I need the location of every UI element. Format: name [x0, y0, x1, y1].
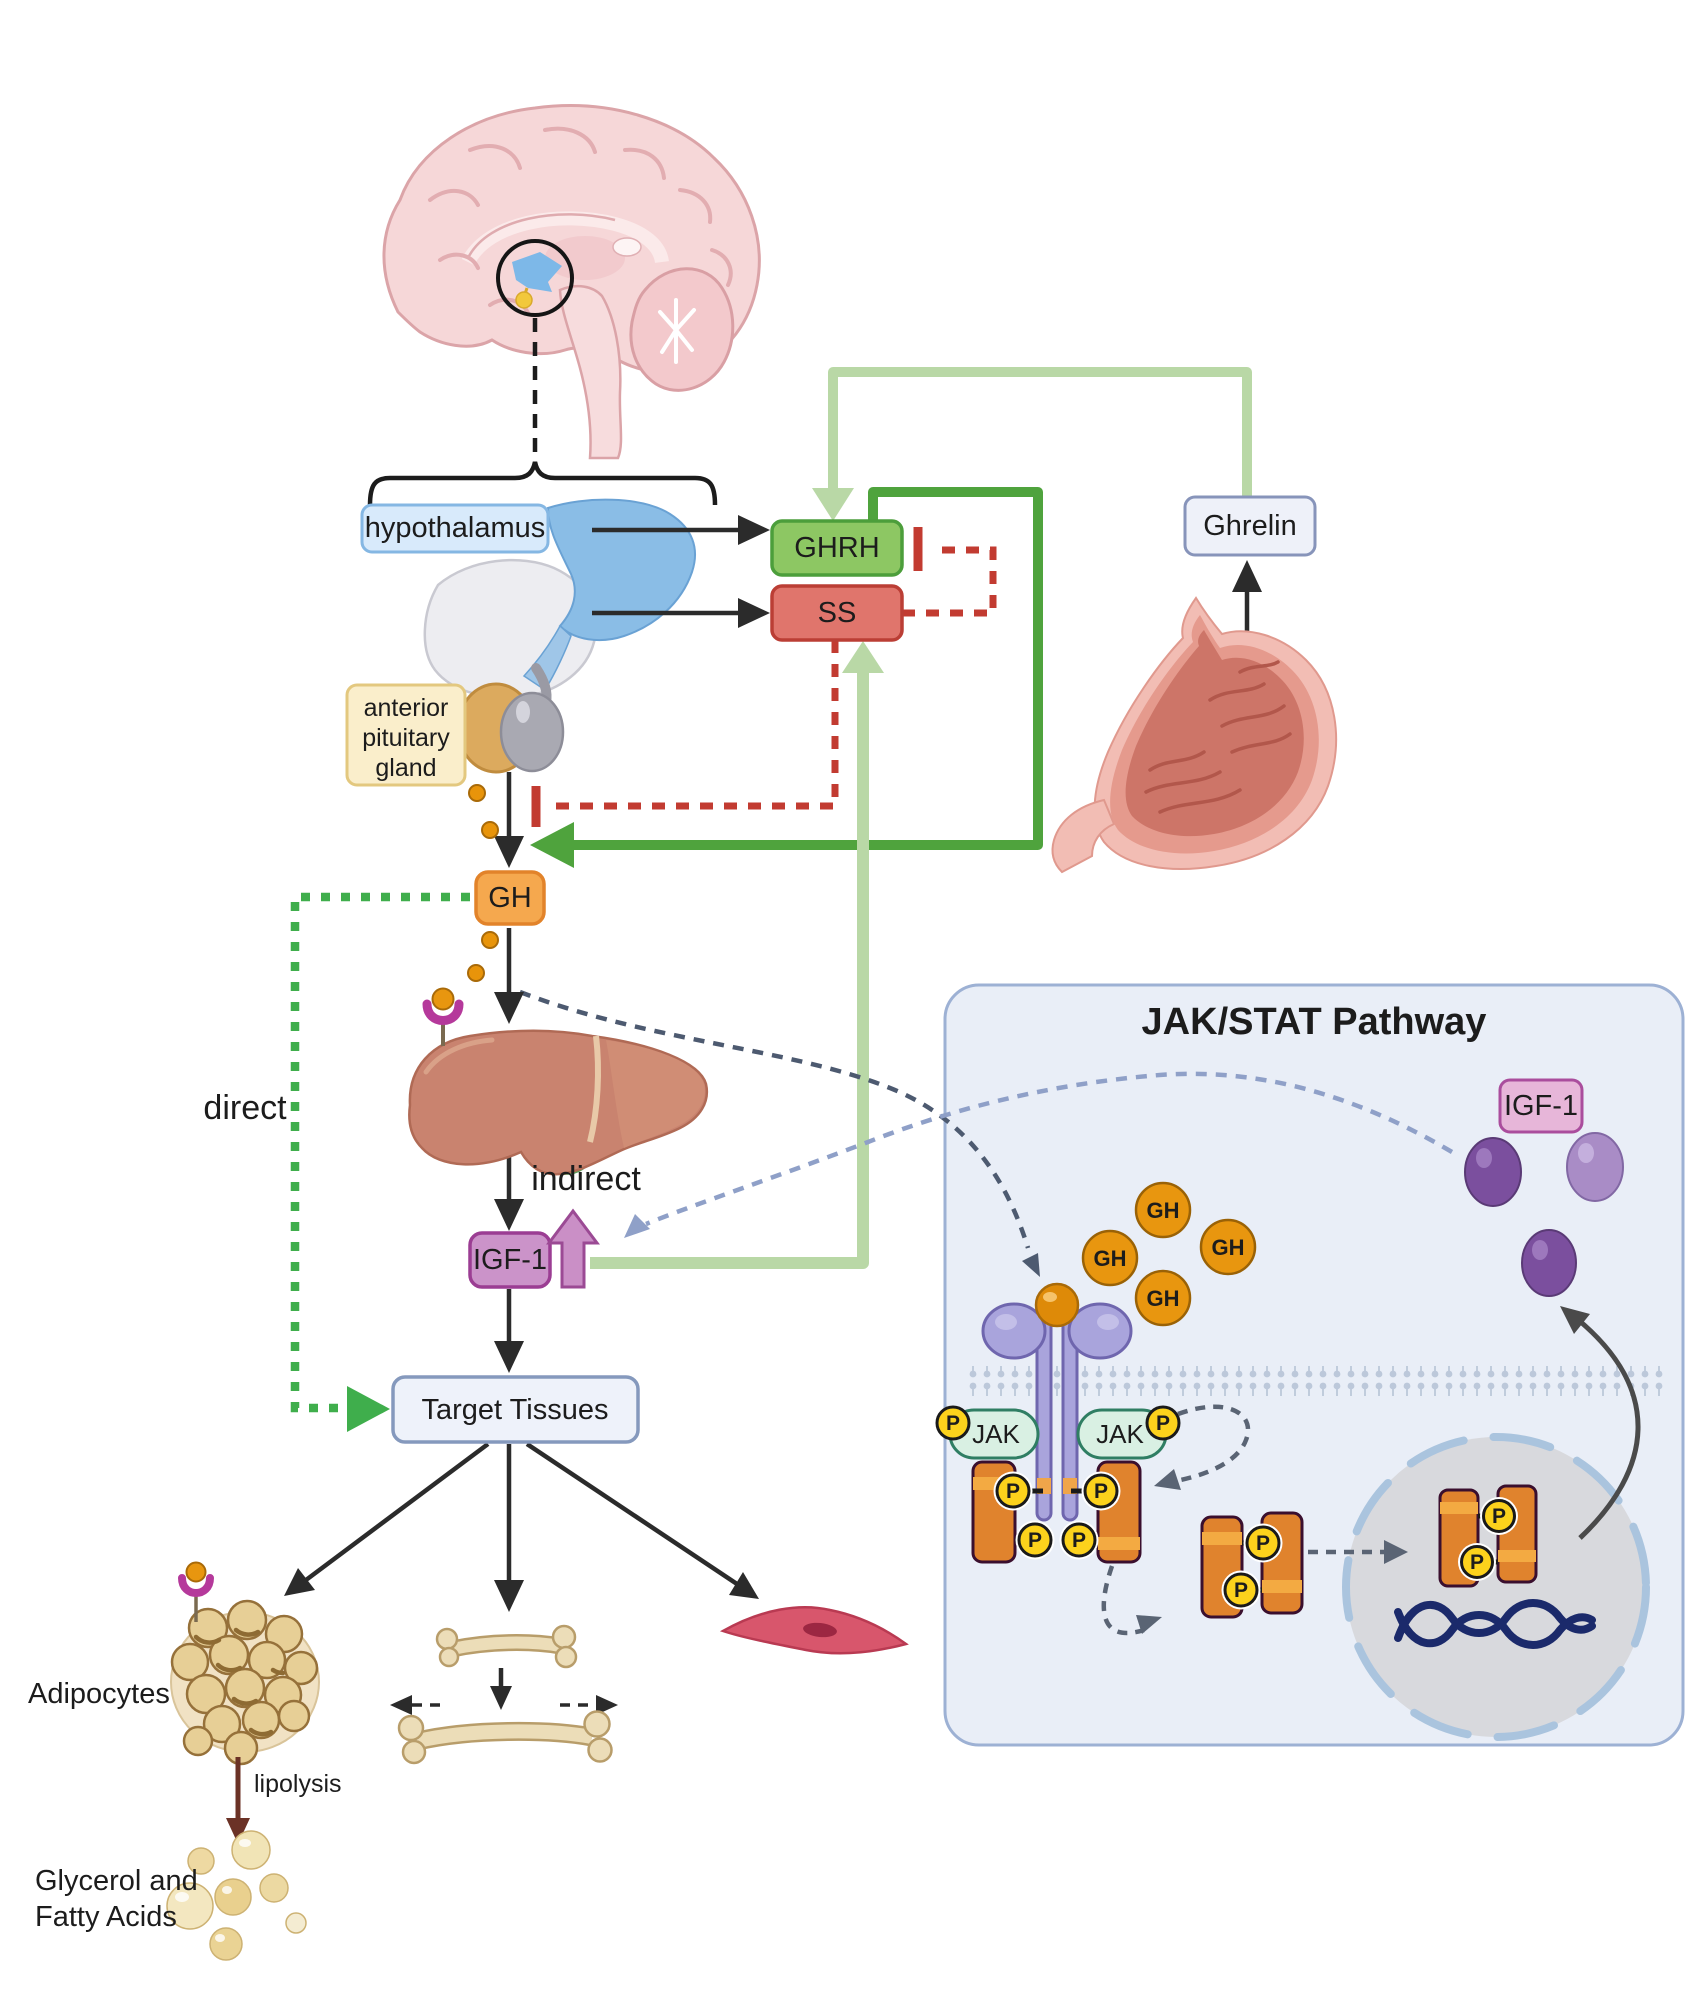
path-ghrh-stimulates-gh-release: [530, 487, 1043, 868]
muscle-illustration: [719, 1605, 909, 1655]
hypothalamus-pituitary-illustration: [423, 498, 696, 774]
path-ghrelin-stimulates-ghrh: [812, 367, 1252, 521]
arrow-gh-to-liver: [494, 928, 524, 1024]
muscle-nucleus: [803, 1622, 837, 1638]
path-ss-inhibits-pituitary: [531, 640, 839, 827]
gh-molecule-label: GH: [1147, 1198, 1180, 1223]
phosphate-label: P: [1492, 1505, 1506, 1528]
path-igf1-stimulates-ss: [590, 641, 884, 1269]
phosphate-label: P: [1072, 1529, 1086, 1552]
anterior-pituitary-label-line2: pituitary: [362, 724, 450, 752]
adipocytes-illustration: [170, 1561, 320, 1766]
pituitary-highlight: [515, 291, 533, 309]
lipolysis-arrow: [226, 1757, 250, 1844]
gh-granule-dots: [467, 784, 499, 982]
curve-gh-to-jakstat: [519, 989, 1040, 1277]
gh-box: [474, 870, 546, 926]
anterior-pituitary-label-line1: anterior: [364, 694, 449, 722]
path-ss-inhibits-ghrh: [902, 527, 997, 617]
ghrelin-box: [1183, 495, 1317, 557]
inset-title: JAK/STAT Pathway: [1142, 1001, 1487, 1043]
glycerol-label-line2: Fatty Acids: [35, 1901, 177, 1933]
nucleus: P P: [1342, 1433, 1650, 1741]
brace: [367, 461, 718, 506]
dna-helix: [1394, 1599, 1596, 1649]
gh-molecule-label: GH: [1147, 1286, 1180, 1311]
magnifier-circle: [496, 239, 574, 317]
brain-illustration: [382, 104, 761, 460]
curve-jakstat-igf1-out: [624, 1071, 1454, 1238]
lipolysis-label: lipolysis: [254, 1770, 342, 1798]
receptor-bound-stats: P P P P: [971, 1460, 1142, 1564]
arrow-stomach-to-ghrelin: [1232, 560, 1262, 642]
hypothalamus-highlight: [512, 252, 562, 292]
arrow-nucleus-to-igf1: [1560, 1306, 1641, 1540]
phosphate-label: P: [1234, 1579, 1248, 1602]
bone-short: [435, 1624, 578, 1669]
anterior-pituitary-label-box: [345, 683, 467, 787]
phosphate-label: P: [946, 1412, 960, 1435]
stat-dimer: P P: [1200, 1511, 1304, 1619]
igf1-box: [468, 1231, 552, 1289]
gh-ligand-ball: [1034, 1282, 1080, 1328]
arrow-target-to-muscle: [525, 1442, 759, 1599]
stomach-rugae: [1144, 660, 1292, 814]
anterior-pituitary-label-line3: gland: [375, 754, 436, 782]
phosphate-label: P: [1006, 1480, 1020, 1503]
hypothalamus-label-box: [360, 503, 550, 554]
inset-dashed-arrows: [1101, 1404, 1384, 1636]
adipocyte-shading: [193, 1627, 286, 1737]
liver-illustration: [408, 987, 709, 1176]
arrow-igf1-to-target: [494, 1289, 524, 1373]
ss-box: [770, 584, 904, 642]
jak-label: JAK: [1096, 1419, 1144, 1449]
arrow-bone-growth-down: [490, 1668, 512, 1710]
jakstat-inset: JAK/STAT Pathway P P GH GH GH: [935, 983, 1685, 1747]
ghrelin-label: Ghrelin: [1203, 510, 1297, 542]
ss-label: SS: [818, 597, 857, 629]
phosphate-label: P: [1028, 1529, 1042, 1552]
jak-kinases: JAK JAK P P: [935, 1405, 1181, 1460]
hypothalamus-label: hypothalamus: [365, 512, 546, 544]
igf1-label: IGF-1: [473, 1244, 547, 1276]
direct-label: direct: [203, 1089, 287, 1127]
cerebellum-branches: [658, 298, 696, 364]
phosphate-label: P: [1094, 1480, 1108, 1503]
igf1-inset-label: IGF-1: [1504, 1090, 1578, 1122]
cell-membrane: [963, 1366, 1667, 1396]
arrow-hypothalamus-to-ghrh: [592, 515, 770, 545]
phosphate-label: P: [1156, 1412, 1170, 1435]
target-tissues-label: Target Tissues: [422, 1394, 609, 1426]
gh-label: GH: [488, 882, 532, 914]
gh-molecule-label: GH: [1212, 1235, 1245, 1260]
indirect-label: indirect: [531, 1160, 641, 1198]
ghrh-box: [770, 519, 904, 577]
jak-label: JAK: [972, 1419, 1020, 1449]
arrow-target-to-adipocytes: [284, 1442, 490, 1596]
arrow-hypothalamus-to-ss: [592, 598, 770, 628]
nucleus-stat-dimer: P P: [1438, 1484, 1538, 1588]
phosphate-label: P: [1470, 1551, 1484, 1574]
arrow-pituitary-to-gh: [494, 772, 524, 868]
ghrh-label: GHRH: [794, 532, 879, 564]
bone-long: [397, 1710, 613, 1765]
path-gh-direct-to-target: [290, 892, 470, 1432]
gyri-lines: [428, 126, 733, 315]
bone-illustration: [397, 1624, 613, 1765]
igf1-increase-arrow: [546, 1208, 600, 1289]
adipocyte-gh-receptor: [178, 1561, 214, 1622]
liver-gh-receptor: [422, 987, 464, 1046]
igf1-molecules: [1464, 1132, 1624, 1297]
glycerol-label-line1: Glycerol and: [35, 1865, 198, 1897]
phosphate-label: P: [1256, 1532, 1270, 1555]
igf1-inset-label-box: [1498, 1078, 1584, 1134]
gh-molecule-label: GH: [1094, 1246, 1127, 1271]
glycerol-droplets: [166, 1830, 307, 1961]
target-tissues-box: [391, 1375, 640, 1444]
arrow-target-to-bone: [494, 1444, 524, 1612]
adipocytes-label: Adipocytes: [28, 1678, 170, 1710]
bone-growth-dashed-arrows: [390, 1695, 618, 1715]
gh-molecules: GH GH GH GH: [1081, 1181, 1257, 1327]
stomach-illustration: [1051, 596, 1338, 874]
